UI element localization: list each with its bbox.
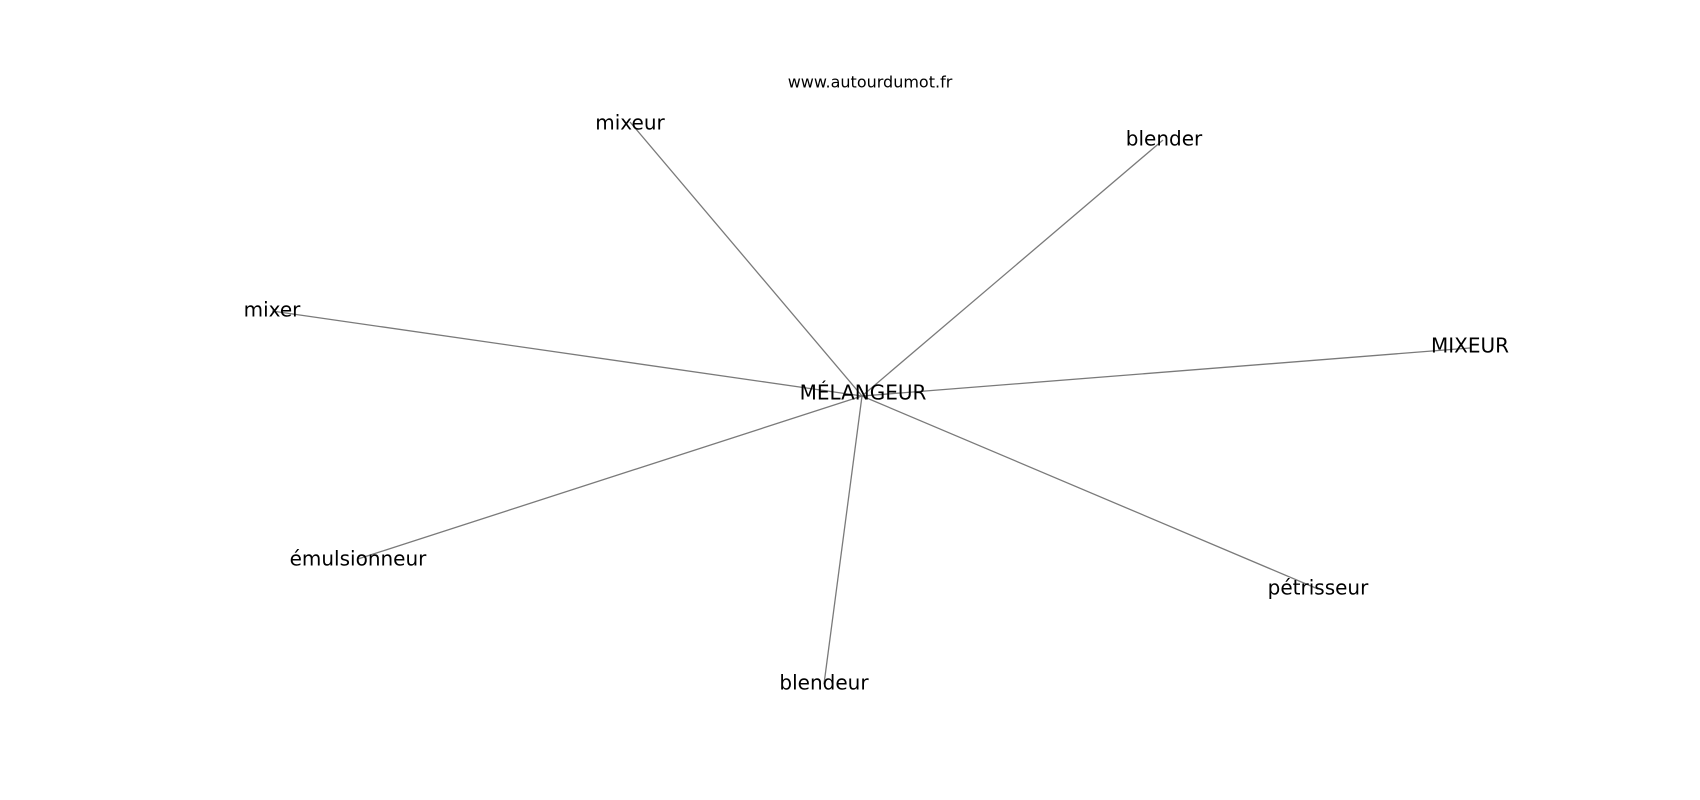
edges-group bbox=[271, 121, 1471, 685]
node-mixer[interactable]: mixer bbox=[244, 298, 302, 322]
node-mixeur[interactable]: mixeur bbox=[595, 111, 665, 135]
edge-blender bbox=[861, 139, 1164, 397]
edge-mixer bbox=[271, 310, 863, 397]
node-blender[interactable]: blender bbox=[1126, 127, 1203, 151]
node-petrisseur[interactable]: pétrisseur bbox=[1268, 576, 1369, 600]
node-center[interactable]: MÉLANGEUR bbox=[800, 381, 927, 405]
node-mixeur-upper[interactable]: MIXEUR bbox=[1431, 334, 1509, 358]
edge-mixeur-upper bbox=[861, 347, 1471, 397]
edge-petrisseur bbox=[861, 395, 1319, 590]
node-blendeur[interactable]: blendeur bbox=[779, 671, 869, 695]
node-emulsionneur[interactable]: émulsionneur bbox=[290, 547, 428, 571]
nodes-group: MÉLANGEUR mixeur blender mixer MIXEUR ém… bbox=[244, 111, 1510, 695]
edge-emulsionneur bbox=[357, 395, 863, 560]
watermark-text: www.autourdumot.fr bbox=[788, 73, 953, 92]
edge-blendeur bbox=[823, 395, 863, 685]
edge-mixeur bbox=[629, 121, 863, 397]
